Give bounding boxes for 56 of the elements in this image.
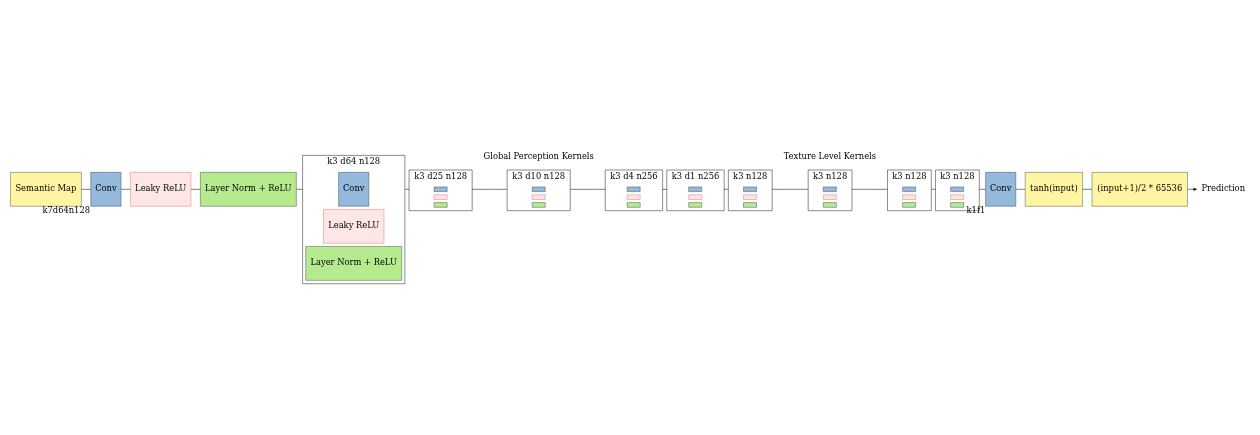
cluster xyxy=(604,169,663,211)
node-box: Leaky ReLU xyxy=(323,208,385,243)
node-bar xyxy=(823,186,837,192)
cluster xyxy=(807,169,853,211)
node-bar xyxy=(950,186,964,192)
node-bar xyxy=(688,201,702,207)
cluster xyxy=(408,169,473,211)
node-bar xyxy=(902,186,916,192)
node-box: Layer Norm + ReLU xyxy=(200,171,297,206)
node-bar xyxy=(950,201,964,207)
node-bar xyxy=(902,201,916,207)
node-label: k3 n128 xyxy=(733,170,768,181)
node-text: Prediction xyxy=(1201,182,1245,193)
node-box: Conv xyxy=(90,171,122,206)
node-label: k3 d4 n256 xyxy=(610,170,658,181)
node-bar xyxy=(688,186,702,192)
node-box: Leaky ReLU xyxy=(130,171,192,206)
cluster xyxy=(887,169,932,211)
node-bar xyxy=(902,194,916,200)
node-bar xyxy=(531,201,546,207)
cluster xyxy=(666,169,725,211)
node-bar xyxy=(433,201,448,207)
node-label: k3 d10 n128 xyxy=(512,170,566,181)
node-bar xyxy=(743,194,757,200)
node-bar xyxy=(823,201,837,207)
node-label: k7d64n128 xyxy=(42,204,91,215)
node-box: Conv xyxy=(338,171,370,206)
node-box: (input+1)/2 * 65536 xyxy=(1091,171,1188,206)
node-bar xyxy=(626,194,641,200)
node-label: k1f1 xyxy=(966,204,986,215)
node-label: k3 d25 n128 xyxy=(414,170,468,181)
node-bar xyxy=(626,186,641,192)
node-bar xyxy=(626,201,641,207)
node-label: k3 n128 xyxy=(940,170,975,181)
node-box: Conv xyxy=(985,171,1017,206)
node-bar xyxy=(433,186,448,192)
label: Global Perception Kernels xyxy=(483,150,594,161)
node-bar xyxy=(743,201,757,207)
node-label: k3 d1 n256 xyxy=(671,170,720,181)
node-label: k3 n128 xyxy=(892,170,927,181)
node-bar xyxy=(531,194,546,200)
node-box: Semantic Map xyxy=(10,171,82,206)
node-label: k3 d64 n128 xyxy=(327,155,381,166)
node-bar xyxy=(688,194,702,200)
cluster xyxy=(506,169,571,211)
arrow xyxy=(1187,187,1198,191)
node-box: Layer Norm + ReLU xyxy=(305,245,402,281)
node-bar xyxy=(433,194,448,200)
node-label: k3 n128 xyxy=(812,170,848,181)
cluster xyxy=(728,169,773,211)
node-box: tanh(input) xyxy=(1025,171,1083,206)
node-bar xyxy=(531,186,546,192)
node-bar xyxy=(823,194,837,200)
node-bar xyxy=(950,194,964,200)
node-bar xyxy=(743,186,757,192)
label: Texture Level Kernels xyxy=(783,150,876,161)
